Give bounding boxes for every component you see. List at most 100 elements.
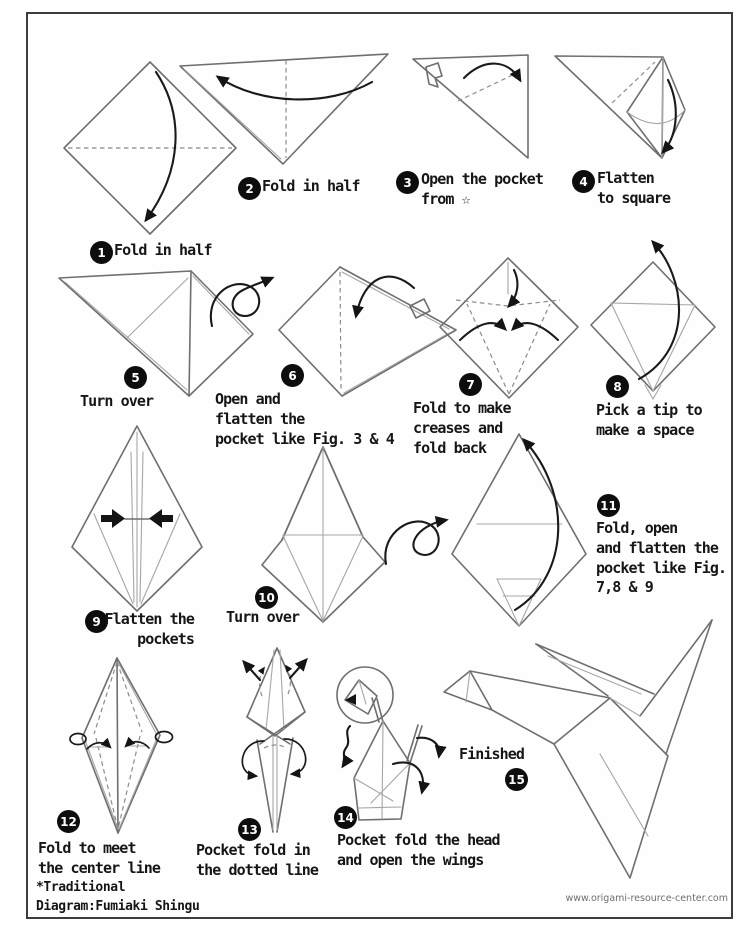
step-11-label: Fold, open and flatten the pocket like F… [596,519,727,597]
step-6-diagram [278,266,457,397]
curl-icon [69,732,87,746]
step-4-label: Flatten to square [597,169,671,207]
fold-arrow-icon [510,317,560,342]
step-8-label: Pick a tip to make a space [596,401,703,439]
step-4-diagram [554,55,686,159]
step-9-diagram [71,425,203,612]
paper-outline [554,55,664,159]
step-1-diagram [63,61,237,235]
fold-arrow-icon [352,275,416,319]
step-10-number-badge: 10 [255,586,278,609]
step-14-label: Pocket fold the head and open the wings [337,831,501,869]
step-12-label: Fold to meet the center line [38,839,161,877]
push-arrow-icon [149,509,173,528]
detail-inset-circle [336,666,394,724]
step-10-label: Turn over [226,608,300,626]
paper-outline [63,61,237,235]
step-3-number-badge: 3 [396,171,419,194]
paper-outline [439,257,579,399]
fold-arrow-icon [288,657,308,680]
step-15-number-badge: 15 [505,768,528,791]
wing-arrow-icon [415,736,447,759]
crane-head [443,670,493,711]
step-6-label: Open and flatten the pocket like Fig. 3 … [215,390,395,448]
turn-over-arrow-icon [384,515,449,566]
beak-detail [345,694,356,705]
fold-arrow-icon [86,737,112,750]
pocket-tab [425,62,443,88]
step-8-diagram [590,239,716,400]
crane-body [553,697,669,879]
step-5-diagram [58,270,275,397]
head-detail [344,679,378,715]
paper-outline [278,266,343,397]
paper-outline [412,54,529,159]
paper-outline [590,261,716,392]
website-url: www.origami-resource-center.com [565,893,728,904]
step-11-diagram [451,433,587,627]
paper-outline [81,657,161,834]
step-10-diagram [261,446,386,623]
step-1-number-badge: 1 [90,241,113,264]
fold-arrow-icon [242,659,262,682]
paper-outline [246,647,306,737]
crane-neck [469,670,611,699]
step-12-number-badge: 12 [57,810,80,833]
crane-wing [535,643,609,697]
step-7-number-badge: 7 [459,373,482,396]
fold-arrow-icon [637,239,681,381]
step-15-diagram [443,619,713,879]
diagram-sheet-border [26,12,733,919]
turn-over-arrow-icon [209,276,275,328]
paper-outline [451,433,587,627]
fold-arrow-icon [513,437,560,612]
pocket-fold-arrow-icon [341,724,354,769]
paper-outline [71,425,203,612]
step-11-number-badge: 11 [597,494,620,517]
fold-line [611,61,656,104]
pocket-tab [409,298,431,319]
crane-tail [639,619,713,717]
step-4-number-badge: 4 [572,170,595,193]
step-5-label: Turn over [80,392,154,410]
step-15-label: Finished [459,745,525,763]
step-13-diagram [241,647,308,833]
step-7-label: Fold to make creases and fold back [413,399,511,457]
fold-arrow-icon [124,736,150,749]
fold-arrow-icon [507,268,521,309]
step-8-number-badge: 8 [606,375,629,398]
paper-outline [179,53,389,165]
tail-spike [409,725,423,764]
neck-spike [371,697,380,723]
step-2-diagram [179,53,389,165]
step-9-number-badge: 9 [85,610,108,633]
step-5-number-badge: 5 [124,366,147,389]
step-12-diagram [69,657,174,834]
step-2-label: Fold in half [262,177,360,195]
step-14-diagram [336,666,447,821]
fold-arrow-icon [458,317,508,342]
fold-line [339,271,342,393]
step-7-diagram [439,257,579,399]
fold-arrow-icon [144,70,177,223]
step-10-turn-over-arrow [384,515,449,566]
fold-line [93,661,118,735]
diagram-credit-note: *Traditional Diagram:Fumiaki Shingu [36,880,200,914]
push-arrow-icon [101,509,125,528]
step-2-number-badge: 2 [238,177,261,200]
wrap-arrow-icon [241,740,265,781]
wing-arrow-icon [391,761,431,795]
fold-line [455,299,561,307]
step-9-label: Flatten the pockets [104,610,195,648]
step-3-label: Open the pocket from ☆ [421,170,544,208]
step-1-label: Fold in half [114,241,212,259]
paper-outline [353,720,411,821]
step-6-number-badge: 6 [281,364,304,387]
fold-arrow-icon [215,75,374,101]
step-13-number-badge: 13 [238,818,261,841]
paper-outline [58,270,192,397]
step-3-diagram [412,54,529,159]
step-13-label: Pocket fold in the dotted line [196,841,319,879]
fold-line [257,666,265,697]
